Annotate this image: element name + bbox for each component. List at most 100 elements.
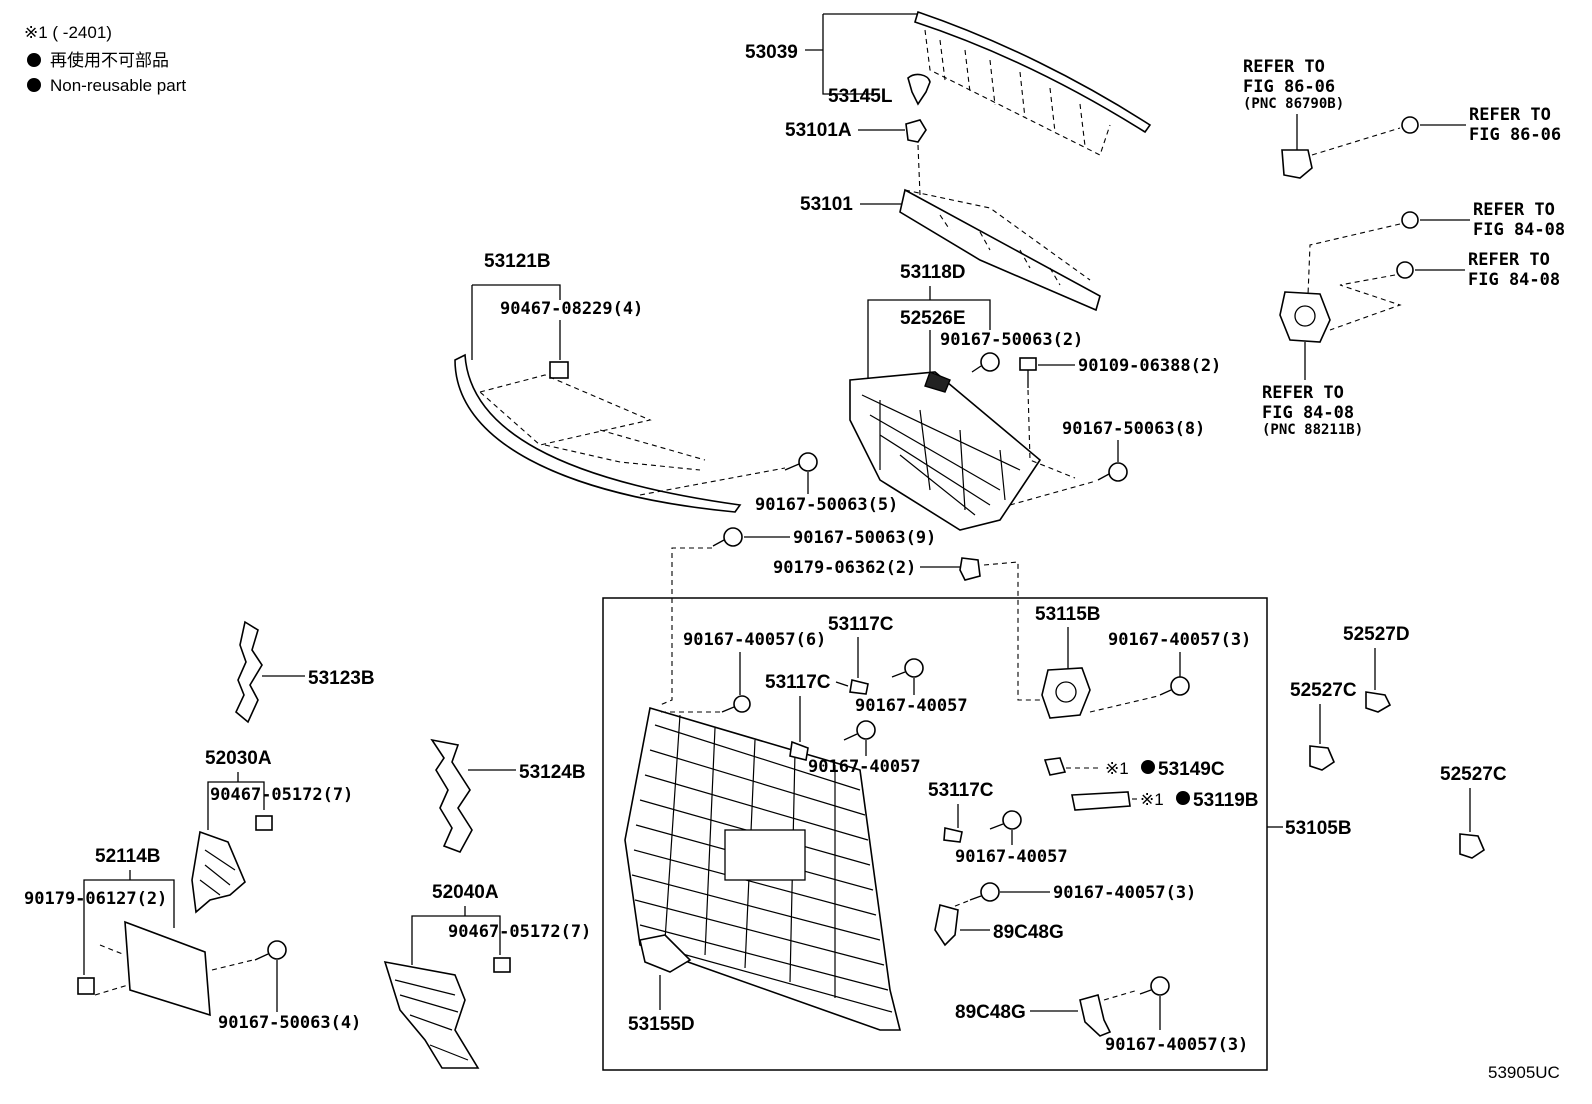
clip-90467-08229[interactable] [549, 361, 569, 379]
sensor-88211B[interactable] [1279, 291, 1331, 343]
label-89C48G-b: 89C48G [955, 1002, 1026, 1023]
connector-ref3[interactable] [1401, 211, 1419, 229]
part-52040A[interactable] [383, 960, 480, 1069]
screw-90167-40057-c[interactable] [989, 810, 1022, 830]
ref5-line2: FIG 84-08 [1262, 403, 1354, 423]
screw-90167-40057-6[interactable] [721, 695, 751, 713]
ref5-line1: REFER TO [1262, 383, 1344, 403]
label-90167-40057-b: 90167-40057 [808, 757, 921, 777]
label-90167-50063-9: 90167-50063(9) [793, 528, 936, 548]
clip-53101A[interactable] [905, 119, 927, 143]
screw-90167-40057-3c[interactable] [1139, 976, 1170, 996]
part-53039[interactable] [914, 10, 1152, 156]
guide-53101A [917, 144, 921, 196]
ref2-line1: REFER TO [1469, 105, 1551, 125]
label-90167-40057-c: 90167-40057 [955, 847, 1068, 867]
non-reusable-icon [1141, 760, 1155, 774]
nut-90179-06362[interactable] [959, 557, 981, 581]
clip-90467-05172-a[interactable] [255, 815, 273, 831]
guide-nut [983, 561, 1040, 701]
leader-52030A [207, 772, 265, 830]
molding-53039-shape [914, 10, 1152, 134]
part-53155D[interactable] [639, 934, 692, 973]
screw-90167-50063-8[interactable] [1097, 462, 1128, 482]
ref1-pnc: (PNC 86790B) [1243, 96, 1344, 112]
label-53119B: 53119B [1193, 790, 1259, 811]
bolt-90109-06388[interactable] [1019, 357, 1037, 388]
label-90167-40057-3c: 90167-40057(3) [1105, 1035, 1248, 1055]
screw-90167-50063-5[interactable] [784, 452, 818, 472]
part-89C48G-b[interactable] [1079, 994, 1112, 1037]
screw-90167-40057-3b[interactable] [969, 882, 1000, 902]
label-89C48G-a: 89C48G [993, 922, 1064, 943]
clip-90467-05172-b[interactable] [493, 957, 511, 973]
guide-ref1 [1311, 127, 1401, 156]
screw-90167-50063-2[interactable] [971, 352, 1000, 373]
guide-screw-9 [659, 547, 712, 706]
label-53149C: 53149C [1158, 759, 1225, 780]
label-53155D: 53155D [628, 1014, 695, 1035]
part-52030A[interactable] [191, 830, 246, 914]
part-53149C[interactable] [1043, 757, 1067, 776]
screw-90167-40057-b[interactable] [843, 720, 876, 741]
ref5-pnc: (PNC 88211B) [1262, 422, 1363, 438]
guide-ref4 [1329, 274, 1402, 331]
label-52114B: 52114B [95, 846, 161, 867]
label-90167-40057-a: 90167-40057 [855, 696, 968, 716]
part-52527C-b[interactable] [1459, 833, 1485, 859]
guide-screw-5 [639, 467, 786, 496]
clip-53145L[interactable] [907, 73, 931, 106]
screw-90167-40057-a[interactable] [891, 658, 924, 678]
part-53119B[interactable] [1071, 791, 1131, 811]
label-53101: 53101 [800, 194, 853, 215]
connector-ref2[interactable] [1401, 116, 1419, 134]
label-90167-50063-5: 90167-50063(5) [755, 495, 898, 515]
part-53124B[interactable] [430, 738, 473, 853]
label-53117C-b: 53117C [765, 672, 831, 693]
bullet-icon [27, 53, 41, 67]
leader-52114B [83, 870, 175, 975]
label-53101A: 53101A [785, 120, 852, 141]
clip-53117C-c[interactable] [943, 827, 963, 843]
label-53117C-c: 53117C [928, 780, 994, 801]
leader-52040A [411, 906, 501, 965]
label-90467-05172-b: 90467-05172(7) [448, 922, 591, 942]
part-53105B-grille[interactable] [624, 706, 902, 1031]
clip-53117C-b[interactable] [789, 740, 809, 761]
part-53121B-molding[interactable] [454, 353, 742, 513]
sensor-86790B[interactable] [1281, 149, 1313, 179]
mark-1-53119B: ※1 [1140, 790, 1164, 809]
part-53101-bracket[interactable] [899, 188, 1101, 312]
screw-90167-40057-3a[interactable] [1159, 676, 1190, 696]
part-52527D[interactable] [1365, 691, 1392, 713]
label-90109-06388: 90109-06388(2) [1078, 356, 1221, 376]
leader-53118D [867, 286, 991, 380]
part-53118D-retainer[interactable] [849, 371, 1042, 531]
part-53123B[interactable] [235, 620, 263, 724]
label-90179-06127: 90179-06127(2) [24, 889, 167, 909]
part-89C48G-a[interactable] [934, 903, 959, 947]
connector-ref4[interactable] [1396, 261, 1414, 279]
legend: ※1 ( -2401) 再使用不可部品 Non-reusable part [24, 23, 186, 95]
part-52527C-a[interactable] [1309, 745, 1335, 771]
nut-90179-06127[interactable] [77, 977, 95, 995]
label-53124B: 53124B [519, 762, 586, 783]
guide-40057-3a [1089, 695, 1159, 713]
guide-screw-8 [1009, 480, 1097, 506]
leader-53121B [472, 284, 561, 300]
part-52114B[interactable] [94, 920, 211, 1017]
guide-bolt [1027, 389, 1076, 479]
clip-53117C-a[interactable] [849, 679, 869, 695]
label-52527C-b: 52527C [1440, 764, 1507, 785]
guide-40057-3c [1103, 989, 1139, 1001]
screw-90167-50063-9[interactable] [712, 527, 743, 547]
label-53117C-a: 53117C [828, 614, 894, 635]
assembly-box-53105B [602, 597, 1268, 1071]
label-53118D: 53118D [900, 262, 966, 283]
part-53115B[interactable] [1041, 667, 1091, 719]
screw-90167-50063-4[interactable] [254, 940, 287, 961]
label-90167-40057-6: 90167-40057(6) [683, 630, 826, 650]
label-52527C-a: 52527C [1290, 680, 1357, 701]
